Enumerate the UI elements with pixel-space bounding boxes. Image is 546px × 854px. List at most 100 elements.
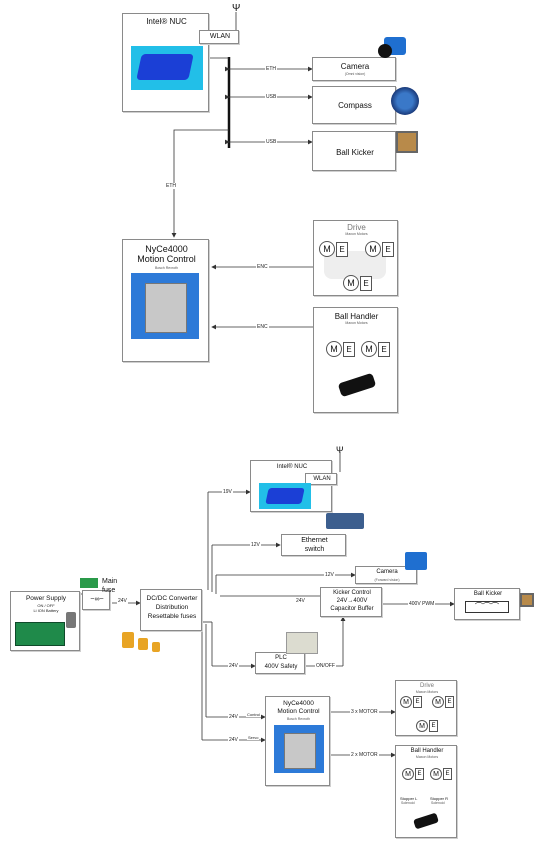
link-label-usb-compass: USB (265, 94, 278, 100)
camera-subtitle-bottom: (Forward vision) (374, 578, 400, 582)
dcdc-line-1: DC/DC Converter (146, 595, 198, 602)
drive-encoder-1-bottom: E (413, 696, 422, 708)
handler-encoder-1-bottom: E (415, 768, 424, 780)
handler-title: Ball Handler (334, 312, 379, 321)
wlan-label-bottom: WLAN (313, 476, 331, 482)
compass-title: Compass (338, 101, 372, 110)
camera-box-bottom: Camera (Forward vision) (355, 566, 417, 584)
solenoid-image (396, 131, 418, 153)
plc-box: PLC 400V Safety (255, 652, 305, 674)
link-label-usb-kicker: USB (265, 139, 278, 145)
camera-image-bottom (405, 552, 427, 570)
link-label-24v-main: 24V (117, 598, 128, 604)
handler-motor-2-bottom: M (430, 768, 442, 780)
stopper-r-solenoid: Solenoid (431, 801, 445, 805)
camera-title: Camera (340, 62, 370, 71)
wlan-box-bottom: WLAN (305, 473, 337, 485)
camera-box-top: Camera (Omni vision) (312, 57, 396, 81)
link-label-24v-servo: 24V (228, 737, 239, 743)
kicker-box-top: Ball Kicker (312, 131, 396, 171)
camera-subtitle: (Omni vision) (344, 72, 366, 76)
link-label-control: Control (246, 712, 261, 717)
camera-image (378, 34, 412, 60)
drive-encoder-3-bottom: E (429, 720, 438, 732)
drive-encoder-2: E (382, 242, 394, 257)
kicker-box-bottom: Ball Kicker ⌒⌒⌒ (454, 588, 520, 620)
power-line-3: Li ION Battery (33, 608, 59, 613)
dcdc-box: DC/DC Converter Distribution Resettable … (140, 589, 202, 631)
motion-title-1: NyCe4000 (145, 244, 188, 254)
fuse-line-1: Main (102, 578, 118, 585)
drive-encoder-2-bottom: E (445, 696, 454, 708)
kicker-title-bottom: Ball Kicker (473, 591, 503, 597)
drive-motor-2: M (365, 241, 381, 257)
link-label-enc-handler: ENC (256, 324, 269, 330)
link-label-24v-control: 24V (228, 714, 239, 720)
coil-icon: ⌒⌒⌒ (465, 601, 509, 613)
link-label-400v-pwm: 400V PWM (408, 601, 436, 607)
drive-motor-2-bottom: M (432, 696, 444, 708)
nuc-title: Intel® NUC (146, 17, 187, 26)
motion-image (131, 273, 199, 339)
nuc-device-shape (136, 54, 194, 80)
motion-subtitle: Bosch Rexroth (155, 266, 178, 270)
link-label-enc-drive: ENC (256, 264, 269, 270)
handler-subtitle-bottom: Maxon Motors (415, 755, 439, 759)
motion-box-bottom: NyCe4000 Motion Control Bosch Rexroth (265, 696, 330, 786)
link-label-eth-motion: ETH (165, 183, 177, 189)
camera-title-bottom: Camera (376, 569, 398, 575)
handler-title-bottom: Ball Handler (410, 748, 444, 754)
nuc-image-bottom (259, 483, 311, 509)
stopper-l-label: Stopper L (400, 796, 418, 801)
main-fuse-box: ~∞~ (82, 590, 110, 610)
drive-encoder-1: E (336, 242, 348, 257)
plc-line-1: PLC (275, 655, 287, 661)
motion-title-2: Motion Control (137, 254, 196, 264)
link-label-12v-camera: 12V (324, 572, 335, 578)
solenoid-image-bottom (520, 593, 534, 607)
handler-box-bottom: Ball Handler Maxon Motors M E M E Stoppe… (395, 745, 457, 838)
drive-encoder-3: E (360, 276, 372, 291)
handler-encoder-2: E (378, 342, 390, 357)
link-label-servo: Servo (247, 735, 260, 740)
motion-image-bottom (274, 725, 324, 773)
handler-box-top: Ball Handler Maxon Motors M E M E (313, 307, 398, 413)
link-label-12v-switch: 12V (250, 542, 261, 548)
motion-title-2-bottom: Motion Control (277, 708, 320, 715)
compass-box: Compass (312, 86, 396, 124)
kicker-control-line-3: Capacitor Buffer (330, 606, 374, 612)
drive-title: Drive (347, 223, 366, 232)
fuse-symbol: ~∞~ (90, 596, 104, 603)
handler-motor-2: M (361, 341, 377, 357)
drive-subtitle-bottom: Maxon Motors (415, 690, 439, 694)
stopper-l-solenoid: Solenoid (401, 801, 415, 805)
wlan-box: WLAN (199, 30, 239, 44)
motion-box-top: NyCe4000 Motion Control Bosch Rexroth (122, 239, 209, 362)
plc-line-2: 400V Safety (264, 664, 298, 670)
switch-line-1: Ethernet (301, 537, 328, 544)
motion-subtitle-bottom: Bosch Rexroth (287, 717, 310, 721)
link-label-onoff: ON/OFF (315, 663, 336, 669)
fuse-image (80, 578, 98, 588)
switch-image (326, 513, 364, 529)
nuc-title-bottom: Intel® NUC (276, 464, 308, 470)
power-line-2: ON / OFF (37, 603, 55, 608)
dcdc-line-3: Resettable fuses (147, 613, 197, 620)
drive-box-bottom: Drive Maxon Motors M E M E M E (395, 680, 457, 736)
antenna-icon-bottom: Ψ (336, 445, 344, 455)
drive-motor-3: M (343, 275, 359, 291)
wlan-label: WLAN (209, 33, 231, 40)
handler-motor-1: M (326, 341, 342, 357)
handler-encoder-1: E (343, 342, 355, 357)
motion-title-1-bottom: NyCe4000 (283, 700, 314, 707)
drive-subtitle: Maxon Motors (345, 232, 368, 236)
drive-motor-1-bottom: M (400, 696, 412, 708)
kicker-control-line-1: Kicker Control (333, 590, 371, 596)
drive-title-bottom: Drive (419, 683, 434, 689)
nuc-box-bottom: Intel® NUC WLAN (250, 460, 337, 512)
link-label-24v-plc: 24V (228, 663, 239, 669)
handler-subtitle: Maxon Motors (345, 321, 368, 325)
drive-motor-3-bottom: M (416, 720, 428, 732)
resettable-fuses-image (122, 632, 166, 662)
drive-box-top: Drive Maxon Motors M E M E M E (313, 220, 398, 296)
